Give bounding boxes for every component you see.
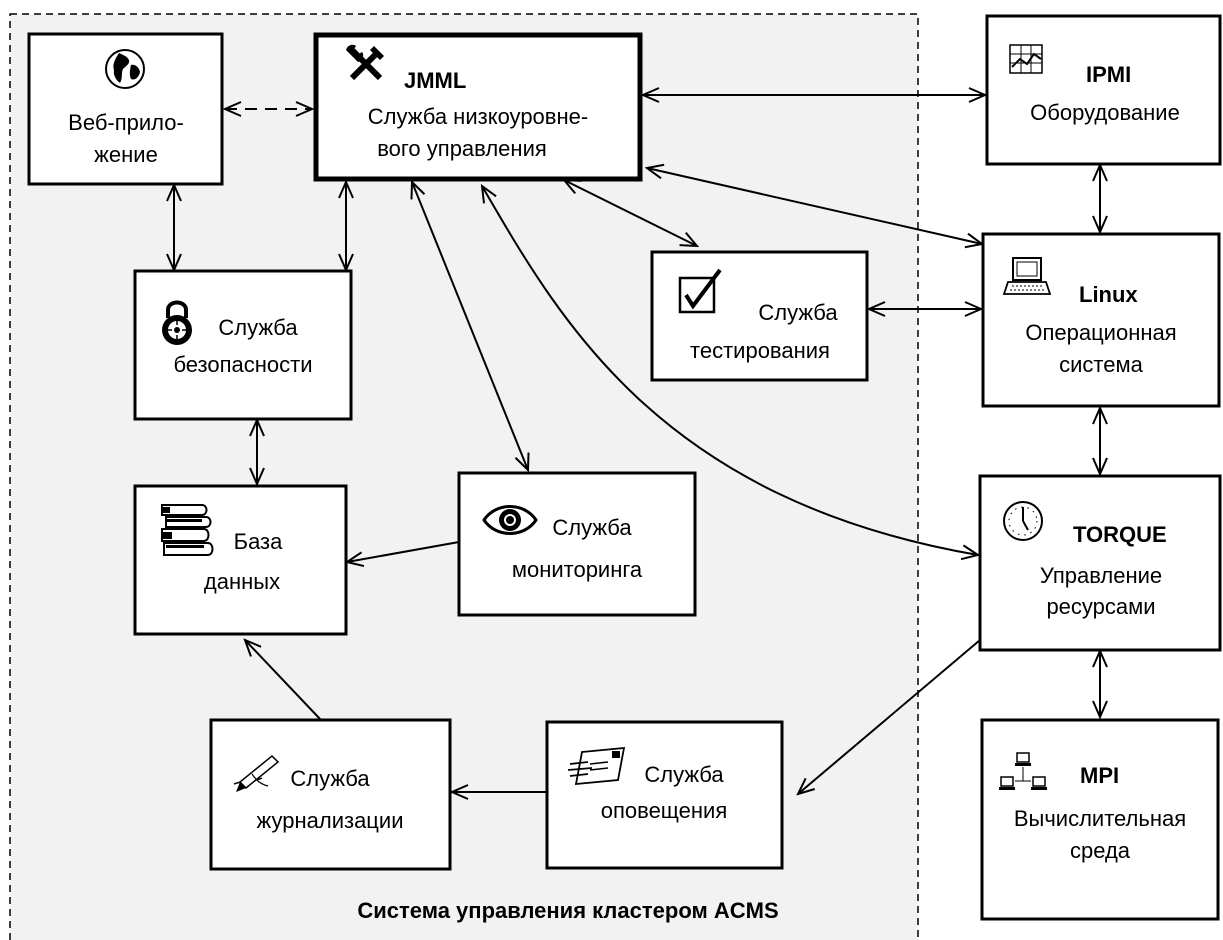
tools-icon <box>346 44 384 81</box>
testing-line1: Служба <box>758 300 838 325</box>
node-monitoring: Служба мониторинга <box>457 471 697 617</box>
node-logging: Служба журнализации <box>209 718 452 871</box>
node-jmml: JMML Служба низкоуровне- вого управления <box>313 32 643 182</box>
monitoring-line1: Служба <box>552 515 632 540</box>
laptop-icon <box>1002 257 1052 295</box>
security-line1: Служба <box>218 315 298 340</box>
jmml-line1: Служба низкоуровне- <box>368 104 588 129</box>
notify-line1: Служба <box>644 762 724 787</box>
chart-icon <box>1009 44 1043 74</box>
web-app-line1: Веб-прило- <box>68 110 184 135</box>
database-line2: данных <box>204 569 280 594</box>
torque-line1: Управление <box>1040 563 1162 588</box>
web-app-line2: жение <box>94 142 158 167</box>
books-icon <box>161 504 214 556</box>
lock-icon <box>162 300 192 345</box>
testing-line2: тестирования <box>690 338 830 363</box>
security-line2: безопасности <box>173 352 312 377</box>
database-line1: База <box>234 529 284 554</box>
jmml-line2: вого управления <box>377 136 547 161</box>
globe-icon <box>105 49 145 89</box>
node-ipmi: IPMI Оборудование <box>985 14 1222 166</box>
monitoring-line2: мониторинга <box>512 557 643 582</box>
network-icon <box>999 752 1047 790</box>
node-database: База данных <box>133 484 348 636</box>
node-security: Служба безопасности <box>133 269 353 421</box>
node-torque: TORQUE Управление ресурсами <box>978 474 1222 652</box>
edge-logging-database <box>245 640 321 720</box>
node-linux: Linux Операционная система <box>981 232 1221 408</box>
node-notify: Служба оповещения <box>545 720 784 870</box>
node-mpi: MPI Вычислительная среда <box>980 718 1220 921</box>
mpi-title: MPI <box>1080 763 1119 788</box>
edge-torque-notify <box>798 639 981 794</box>
linux-line1: Операционная <box>1025 320 1176 345</box>
notify-line2: оповещения <box>601 798 728 823</box>
ipmi-title: IPMI <box>1086 62 1131 87</box>
node-web-app: Веб-прило- жение <box>27 32 224 186</box>
checkbox-icon <box>678 268 722 314</box>
eye-icon <box>482 505 538 535</box>
edges <box>174 95 1100 794</box>
linux-line2: система <box>1059 352 1143 377</box>
mpi-line1: Вычислительная <box>1014 806 1186 831</box>
jmml-title: JMML <box>404 68 466 93</box>
linux-title: Linux <box>1079 282 1138 307</box>
pen-icon <box>233 754 280 792</box>
logging-line2: журнализации <box>257 808 404 833</box>
logging-line1: Служба <box>290 766 370 791</box>
torque-line2: ресурсами <box>1046 594 1155 619</box>
envelope-icon <box>567 746 626 786</box>
edge-monitoring-database <box>347 541 460 562</box>
acms-region-label: Система управления кластером ACMS <box>357 898 778 923</box>
ipmi-line1: Оборудование <box>1030 100 1180 125</box>
node-testing: Служба тестирования <box>650 250 869 382</box>
clock-icon <box>1003 501 1043 541</box>
torque-title: TORQUE <box>1073 522 1167 547</box>
mpi-line2: среда <box>1070 838 1131 863</box>
edge-jmml-torque <box>482 186 978 555</box>
